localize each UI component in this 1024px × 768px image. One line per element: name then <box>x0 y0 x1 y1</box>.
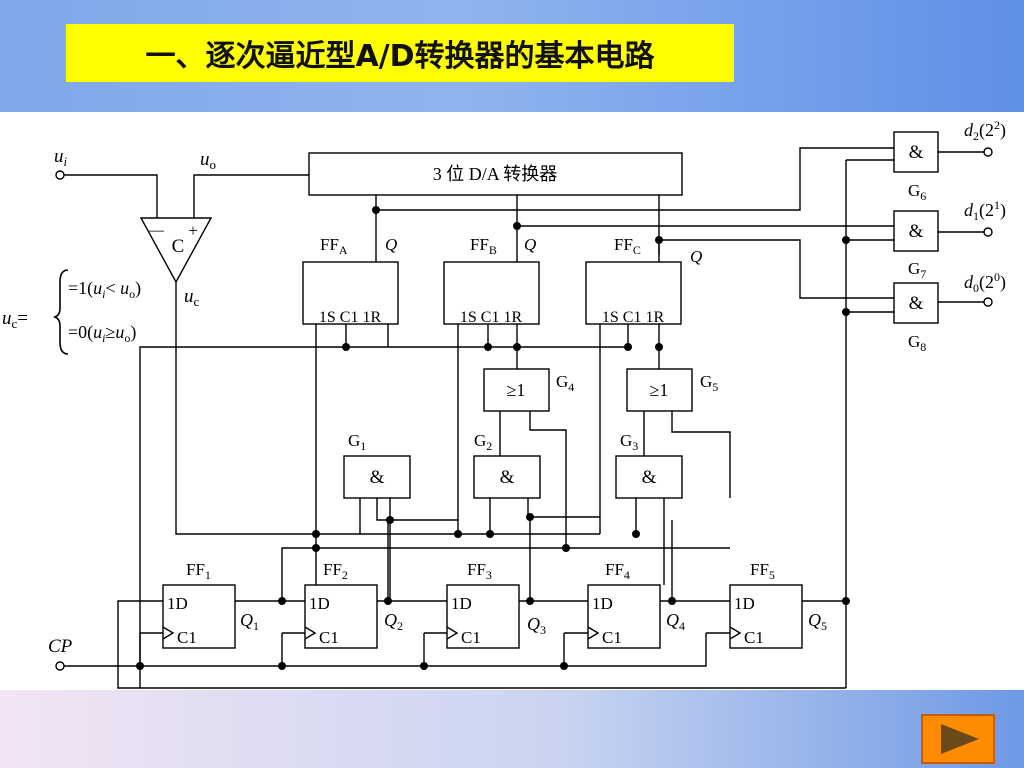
uc-label: uc <box>184 286 200 309</box>
comparator-label: C <box>172 236 185 257</box>
ring-ff-2: 1D C1 FF2 Q2 <box>304 560 403 649</box>
ffb-pins: 1S C1 1R <box>460 309 523 326</box>
svg-text:1D: 1D <box>167 594 188 613</box>
output-d1: d1(21) <box>964 198 1006 223</box>
flip-flop-b: FFB Q 1S C1 1R <box>443 235 540 326</box>
flip-flop-a: FFA Q 1S C1 1R <box>302 235 399 326</box>
play-triangle-icon <box>941 724 979 754</box>
signal-labels: ui uo uc CP uc= =1(ui< uo) =0(ui≥uo) d2(… <box>2 118 1006 657</box>
ring-ff-5: 1D C1 FF5 Q5 <box>729 560 827 649</box>
and-gate-g6: & G6 <box>893 131 939 203</box>
svg-text:1D: 1D <box>734 594 755 613</box>
comparator-plus: + <box>188 221 198 240</box>
svg-text:&: & <box>909 293 924 314</box>
and-gate-g3: & G3 <box>615 431 683 499</box>
svg-text:Q3: Q3 <box>527 614 546 637</box>
svg-text:&: & <box>370 467 385 488</box>
comparator: C — + <box>139 217 213 284</box>
slide-title: 一、逐次逼近型A/D转换器的基本电路 <box>66 24 734 82</box>
svg-text:Q5: Q5 <box>808 610 827 633</box>
svg-text:≥1: ≥1 <box>650 380 669 400</box>
ffa-pins: 1S C1 1R <box>319 309 382 326</box>
ui-label: ui <box>54 146 68 169</box>
and-gate-g7: & G7 <box>893 210 939 281</box>
junction-dots <box>136 206 850 670</box>
svg-text:G5: G5 <box>700 372 718 394</box>
or-gate-g4: ≥1 G4 <box>483 368 574 412</box>
svg-text:FFC: FFC <box>614 235 641 257</box>
uc-equation-line2: =0(ui≥uo) <box>68 322 136 345</box>
ffb-q: Q <box>524 235 536 254</box>
svg-text:Q1: Q1 <box>240 610 259 633</box>
uo-label: uo <box>200 149 216 172</box>
svg-text:1D: 1D <box>592 594 613 613</box>
ffc-pins: 1S C1 1R <box>602 309 665 326</box>
dac-block: 3 位 D/A 转换器 <box>308 152 683 196</box>
svg-text:1D: 1D <box>309 594 330 613</box>
and-gate-g1: & G1 <box>343 431 411 499</box>
dac-label: 3 位 D/A 转换器 <box>433 164 558 184</box>
svg-text:C1: C1 <box>461 628 481 647</box>
slide-title-text: 一、逐次逼近型A/D转换器的基本电路 <box>145 39 655 74</box>
and-gate-g8: & G8 <box>893 282 939 354</box>
terminals <box>55 147 993 671</box>
ring-ff-1: 1D C1 FF1 Q1 <box>162 560 259 649</box>
footer-band <box>0 690 1024 768</box>
svg-text:G2: G2 <box>474 431 492 453</box>
svg-text:C1: C1 <box>319 628 339 647</box>
svg-text:FFA: FFA <box>320 235 348 257</box>
svg-text:Q2: Q2 <box>384 610 403 633</box>
svg-text:G4: G4 <box>556 372 574 394</box>
svg-text:C1: C1 <box>602 628 622 647</box>
svg-text:FF1: FF1 <box>186 560 211 582</box>
svg-text:G7: G7 <box>908 259 926 281</box>
svg-text:G1: G1 <box>348 431 366 453</box>
comparator-minus: — <box>147 222 165 239</box>
svg-text:Q4: Q4 <box>666 610 685 633</box>
output-d0: d0(20) <box>964 270 1006 295</box>
ring-ff-3: 1D C1 FF3 Q3 <box>446 560 546 649</box>
svg-text:FF5: FF5 <box>750 560 775 582</box>
ffa-q: Q <box>385 235 397 254</box>
svg-text:FF2: FF2 <box>323 560 348 582</box>
svg-text:FF3: FF3 <box>467 560 492 582</box>
svg-text:C1: C1 <box>177 628 197 647</box>
and-gate-g2: & G2 <box>473 431 541 499</box>
uc-equation-line1: =1(ui< uo) <box>68 278 141 301</box>
svg-text:FF4: FF4 <box>605 560 630 582</box>
svg-text:G6: G6 <box>908 181 926 203</box>
svg-text:&: & <box>909 142 924 163</box>
svg-text:&: & <box>642 467 657 488</box>
output-d2: d2(22) <box>964 118 1006 143</box>
svg-text:G3: G3 <box>620 431 638 453</box>
ffc-q: Q <box>690 247 702 266</box>
svg-text:&: & <box>500 467 515 488</box>
ring-ff-4: 1D C1 FF4 Q4 <box>587 560 685 649</box>
next-slide-button[interactable] <box>921 714 995 764</box>
cp-label: CP <box>48 636 73 657</box>
svg-text:G8: G8 <box>908 332 926 354</box>
uc-equation-lhs: uc= <box>2 308 28 331</box>
svg-text:FFB: FFB <box>470 235 497 257</box>
svg-text:C1: C1 <box>744 628 764 647</box>
svg-text:&: & <box>909 221 924 242</box>
or-gate-g5: ≥1 G5 <box>626 368 718 412</box>
svg-text:≥1: ≥1 <box>507 380 526 400</box>
flip-flop-c: FFC Q 1S C1 1R <box>585 235 702 326</box>
svg-text:1D: 1D <box>451 594 472 613</box>
